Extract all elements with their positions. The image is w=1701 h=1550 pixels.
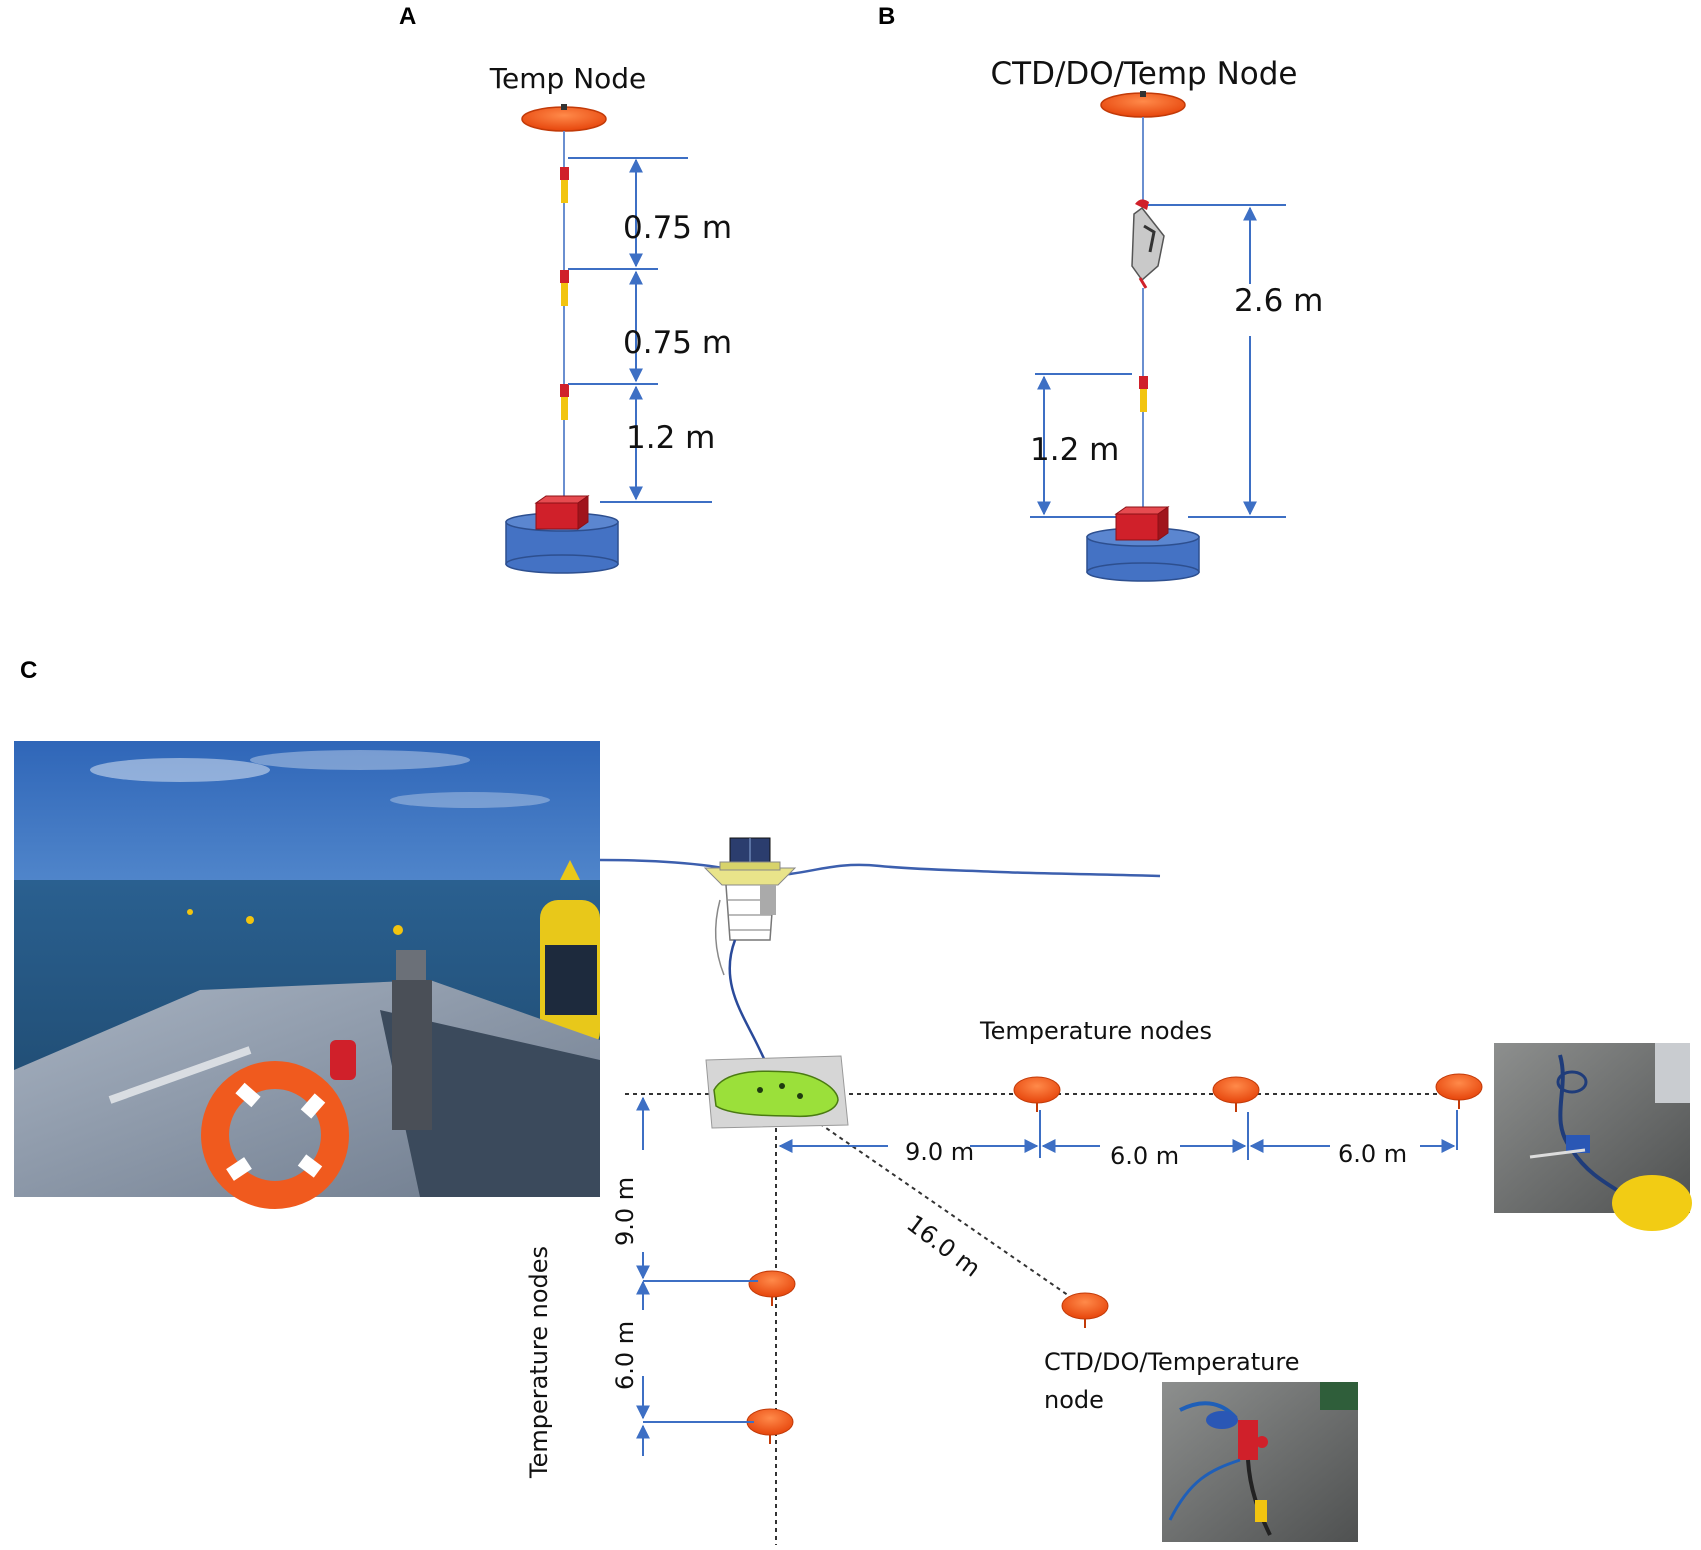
temperature-nodes-label-vertical: Temperature nodes [525, 1246, 553, 1479]
panel-a: A Temp Node 0.75 m 0.75 m 1.2 m [399, 3, 732, 574]
dim-label: 1.2 m [1030, 432, 1119, 468]
dim-label: 9.0 m [611, 1177, 639, 1246]
dim-label: 16.0 m [901, 1209, 985, 1282]
dim-label: 2.6 m [1234, 283, 1323, 319]
surface-buoy-station [703, 837, 797, 941]
anchor-block [534, 495, 590, 530]
temp-sensor [560, 167, 569, 203]
panel-b-title: CTD/DO/Temp Node [991, 56, 1298, 92]
ctd-node-label: CTD/DO/Temperature [1044, 1348, 1299, 1376]
buoy-top-fitting [1140, 91, 1146, 97]
anchor-block [1114, 506, 1170, 541]
temp-sensor [560, 384, 569, 420]
ctd-do-sensor [1131, 199, 1165, 289]
temperature-nodes-label: Temperature nodes [979, 1017, 1212, 1045]
dim-label: 1.2 m [626, 420, 715, 456]
surface-buoy [521, 106, 607, 132]
dim-label: 6.0 m [1338, 1140, 1407, 1168]
panel-c-letter: C [20, 657, 37, 684]
boat-photo [14, 741, 600, 1209]
panel-c: C [14, 657, 1692, 1545]
temp-sensor [1139, 376, 1148, 412]
data-cable [714, 899, 725, 976]
panel-b: B CTD/DO/Temp Node 2.6 m 1.2 m [878, 3, 1323, 582]
panel-a-title: Temp Node [489, 62, 647, 95]
ctd-node-label: node [1044, 1386, 1104, 1414]
temperature-node-buoy [1212, 1076, 1260, 1112]
temperature-node-buoy [1013, 1076, 1061, 1112]
panel-b-letter: B [878, 3, 895, 30]
temperature-node-buoy [746, 1408, 794, 1444]
temp-sensor [560, 270, 569, 306]
buoy-top-fitting [561, 104, 567, 110]
temperature-node-buoy [1435, 1073, 1483, 1109]
temperature-node-buoy [748, 1270, 796, 1306]
water-surface-line [599, 858, 1161, 878]
panel-a-letter: A [399, 3, 416, 30]
dim-label: 6.0 m [1110, 1142, 1179, 1170]
anchor-base [1086, 527, 1200, 582]
ctd-node-photo [1162, 1382, 1358, 1542]
temperature-node-photo [1494, 1043, 1692, 1231]
dim-label: 6.0 m [611, 1321, 639, 1390]
bottom-frame [705, 1055, 849, 1129]
dim-label: 0.75 m [623, 210, 732, 246]
dim-label: 9.0 m [905, 1138, 974, 1166]
dim-label: 0.75 m [623, 325, 732, 361]
ctd-node-buoy [1061, 1292, 1109, 1328]
